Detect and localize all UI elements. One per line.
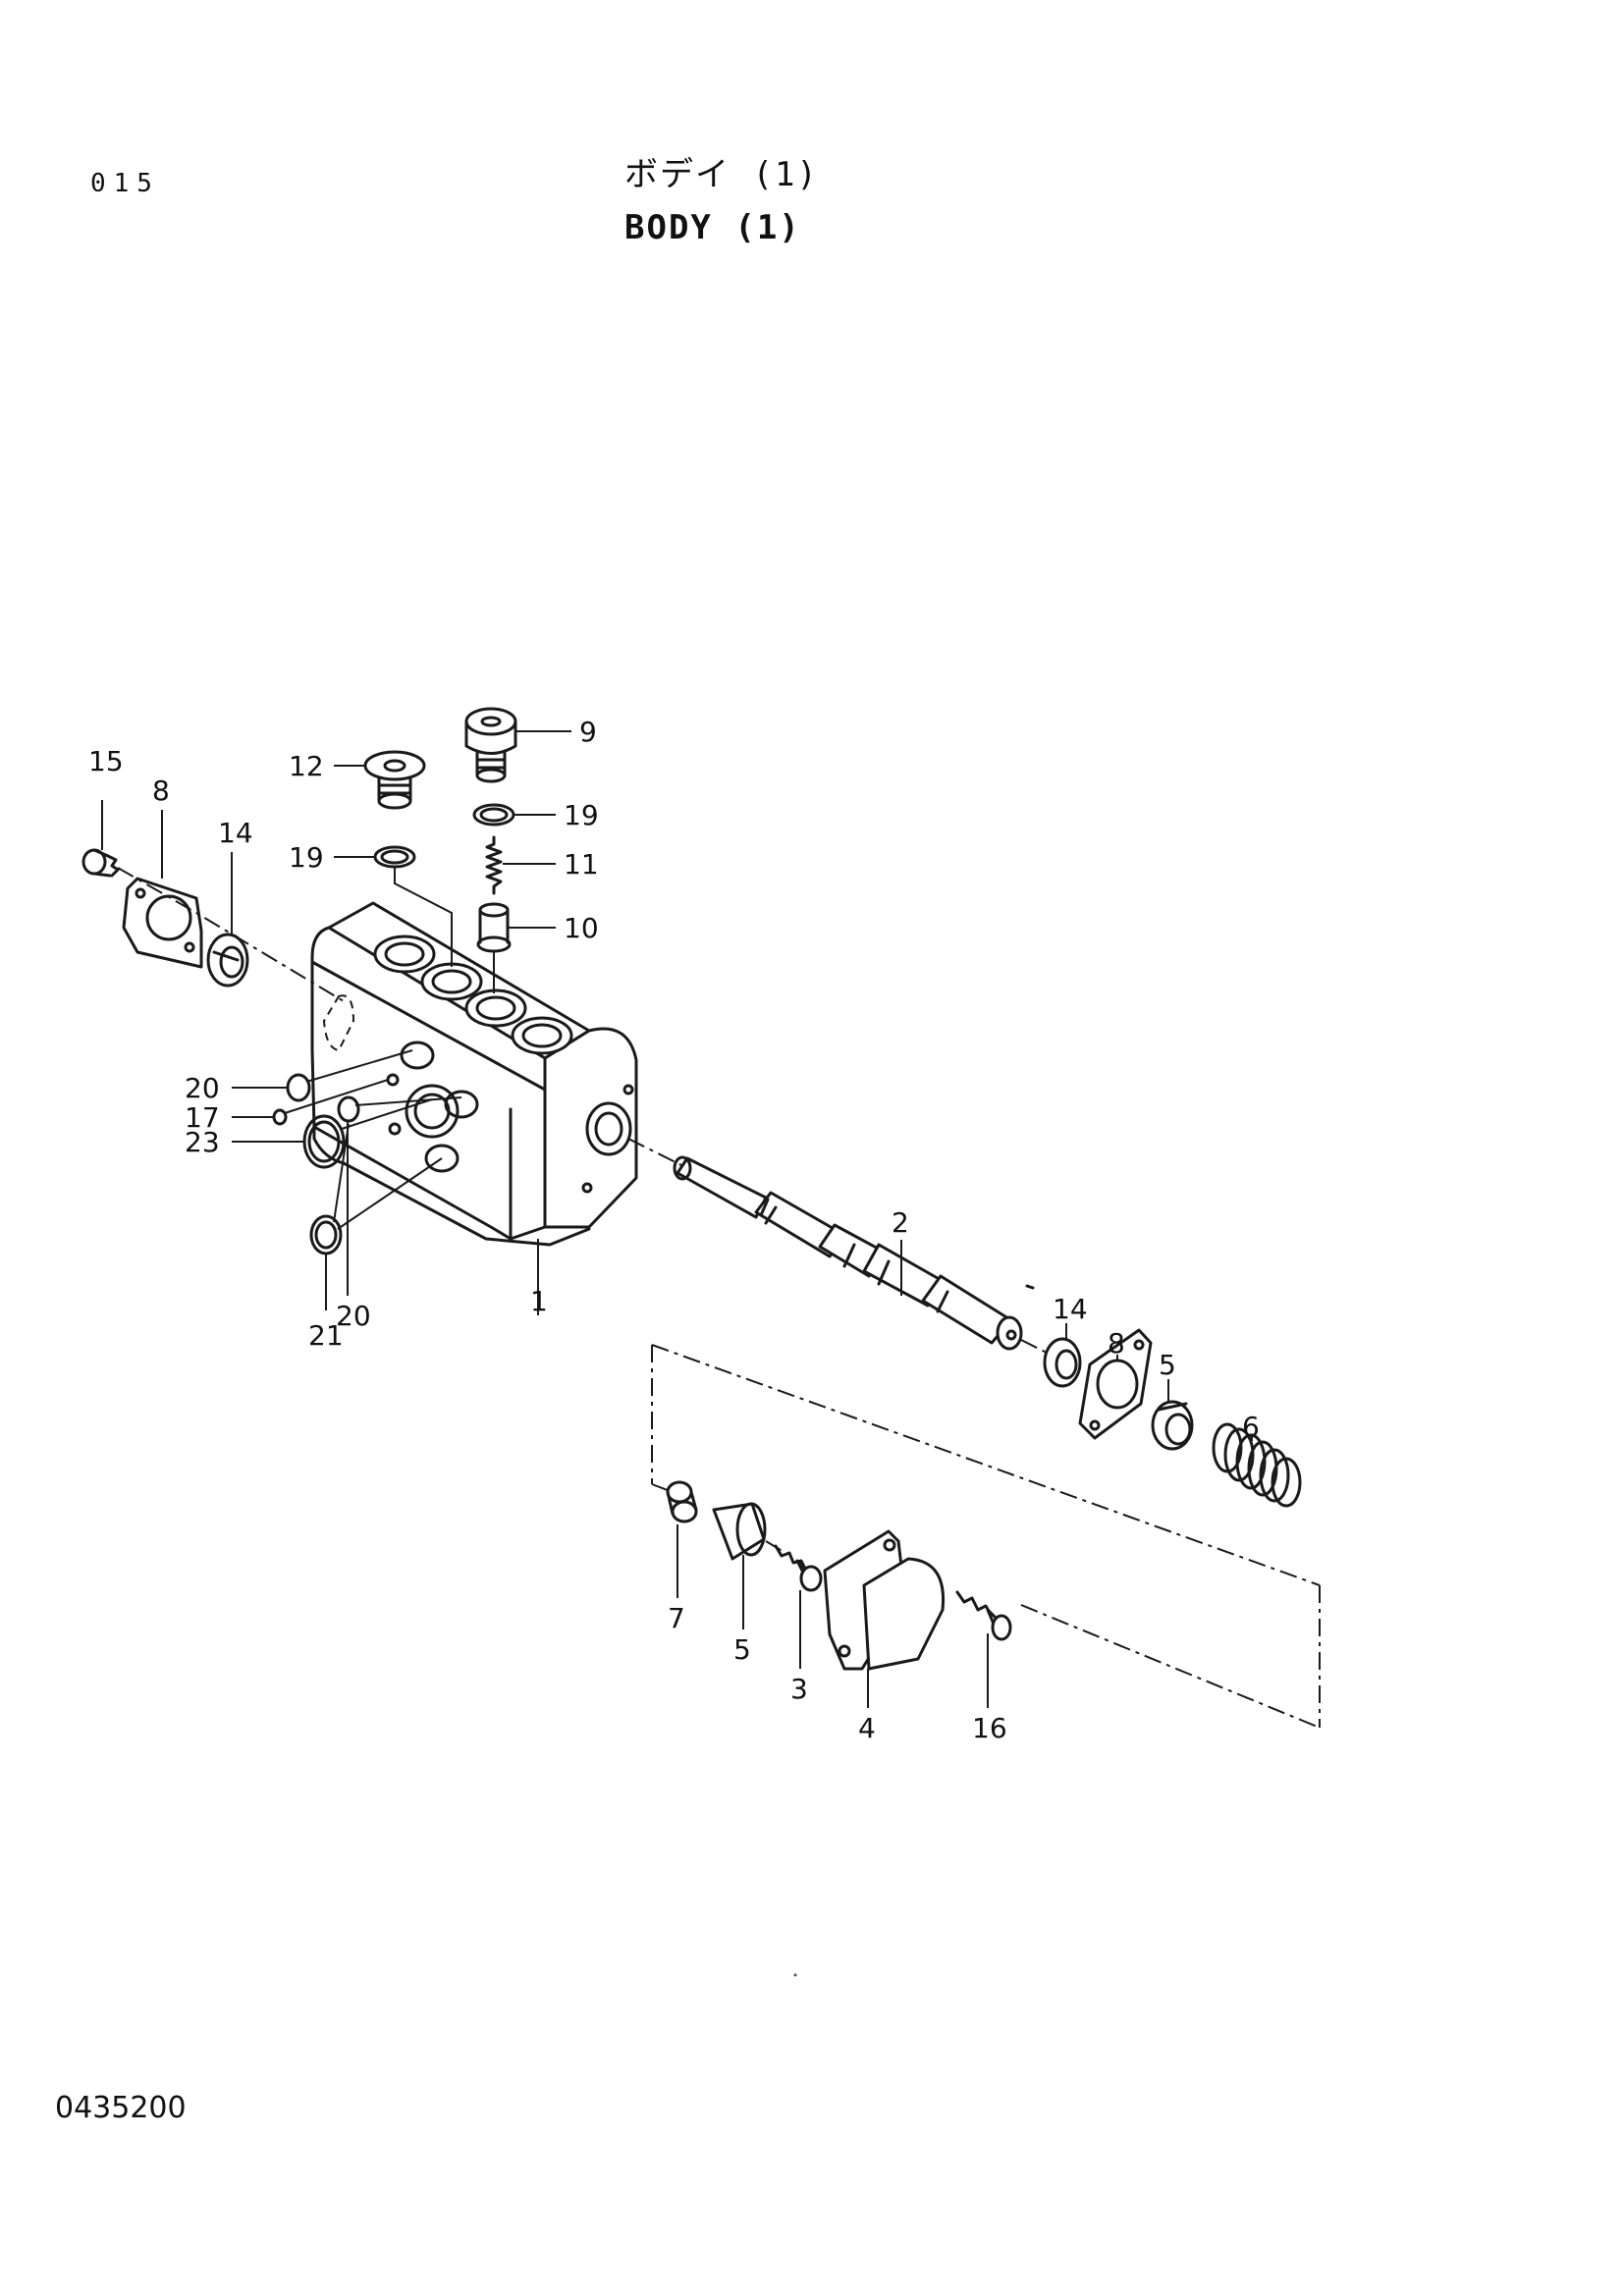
spring-seat-5-lower	[712, 1502, 786, 1561]
callout-20-upper: 20	[185, 1072, 220, 1104]
plug-12	[363, 750, 426, 810]
callout-1: 1	[530, 1285, 548, 1317]
flange-8-left	[122, 877, 203, 969]
callout-16: 16	[972, 1712, 1007, 1744]
bolt-15	[81, 848, 120, 878]
callout-17: 17	[185, 1101, 220, 1134]
bolt-3	[774, 1544, 823, 1592]
callout-15: 15	[88, 745, 124, 777]
cap-4	[823, 1529, 946, 1671]
valve-body	[310, 901, 638, 1247]
plug-9	[464, 707, 517, 783]
callout-19-right: 19	[564, 799, 599, 831]
title-english: BODY (1)	[624, 208, 801, 247]
spring-11	[485, 835, 503, 895]
seal-14-right	[1043, 1337, 1082, 1388]
seal-14-left	[206, 933, 249, 988]
stopper-7	[666, 1480, 698, 1523]
callout-12: 12	[289, 750, 324, 782]
callout-2: 2	[892, 1206, 909, 1239]
callout-4: 4	[858, 1712, 876, 1744]
piston-10	[476, 902, 512, 953]
oring-20-upper	[286, 1073, 311, 1102]
callout-23: 23	[185, 1126, 220, 1158]
bolt-16	[955, 1590, 1012, 1641]
callout-5-lower: 5	[733, 1633, 751, 1666]
title-japanese: ボデイ (1)	[624, 155, 819, 194]
callout-3: 3	[790, 1673, 808, 1705]
spring-seat-5-right	[1151, 1400, 1194, 1451]
callout-19-left: 19	[289, 841, 324, 874]
callout-14-left: 14	[218, 817, 253, 849]
diagram-part-code: 0435200	[55, 2091, 187, 2125]
callout-6: 6	[1242, 1411, 1260, 1443]
callout-20-lower: 20	[336, 1300, 371, 1332]
callout-9: 9	[579, 716, 597, 748]
spool-2	[627, 1138, 1052, 1356]
callout-5-right: 5	[1159, 1349, 1176, 1381]
callout-8-left: 8	[152, 774, 170, 807]
callout-11: 11	[564, 848, 599, 881]
callout-14-right: 14	[1053, 1293, 1088, 1325]
oring-17	[272, 1108, 288, 1126]
callout-10: 10	[564, 912, 599, 944]
page-code: 015	[90, 169, 160, 198]
callout-8-right: 8	[1108, 1327, 1125, 1360]
callout-21: 21	[308, 1319, 344, 1352]
callout-7: 7	[668, 1602, 685, 1634]
